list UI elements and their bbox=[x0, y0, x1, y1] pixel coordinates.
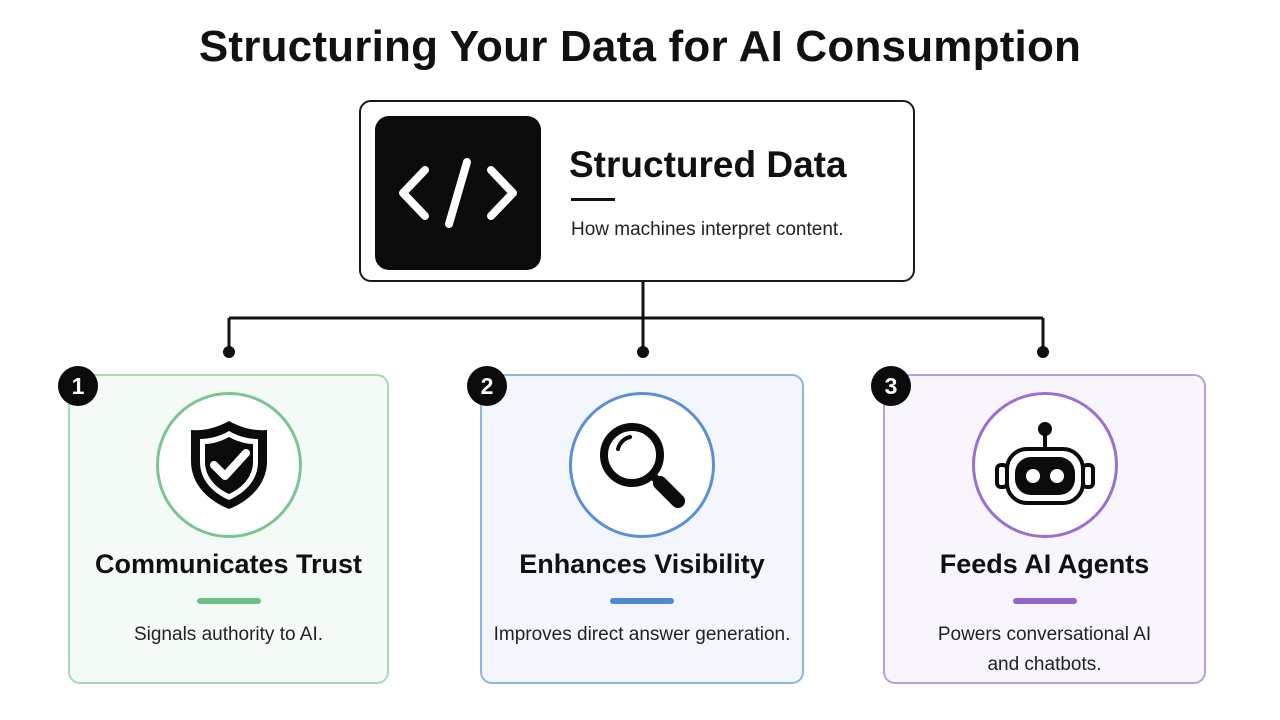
structured-data-title: Structured Data bbox=[569, 144, 847, 185]
step-badge-3: 3 bbox=[871, 366, 911, 406]
title-underline bbox=[571, 198, 615, 201]
shield-check-icon bbox=[155, 392, 302, 538]
structured-data-card: Structured Data How machines interpret c… bbox=[359, 100, 915, 282]
step-badge-2: 2 bbox=[467, 366, 507, 406]
step-badge-1: 1 bbox=[58, 366, 98, 406]
card-communicates-trust: Communicates Trust Signals authority to … bbox=[68, 374, 389, 684]
card-title: Feeds AI Agents bbox=[939, 549, 1150, 579]
card-description: Powers conversational AI and chatbots. bbox=[937, 624, 1152, 675]
robot-icon bbox=[971, 392, 1118, 538]
magnifier-icon bbox=[569, 392, 715, 538]
card-enhances-visibility: Enhances Visibility Improves direct answ… bbox=[480, 374, 804, 684]
accent-bar bbox=[196, 598, 261, 604]
accent-bar bbox=[610, 598, 674, 604]
accent-bar bbox=[1012, 598, 1077, 604]
structured-data-subtitle: How machines interpret content. bbox=[571, 219, 844, 240]
page-title: Structuring Your Data for AI Consumption bbox=[198, 22, 1082, 71]
card-feeds-ai-agents: Feeds AI Agents Powers conversational AI… bbox=[883, 374, 1206, 684]
card-title: Communicates Trust bbox=[94, 549, 363, 579]
card-description: Signals authority to AI. bbox=[133, 624, 324, 645]
card-description: Improves direct answer generation. bbox=[493, 624, 791, 645]
card-title: Enhances Visibility bbox=[519, 549, 765, 579]
code-icon bbox=[375, 116, 541, 270]
